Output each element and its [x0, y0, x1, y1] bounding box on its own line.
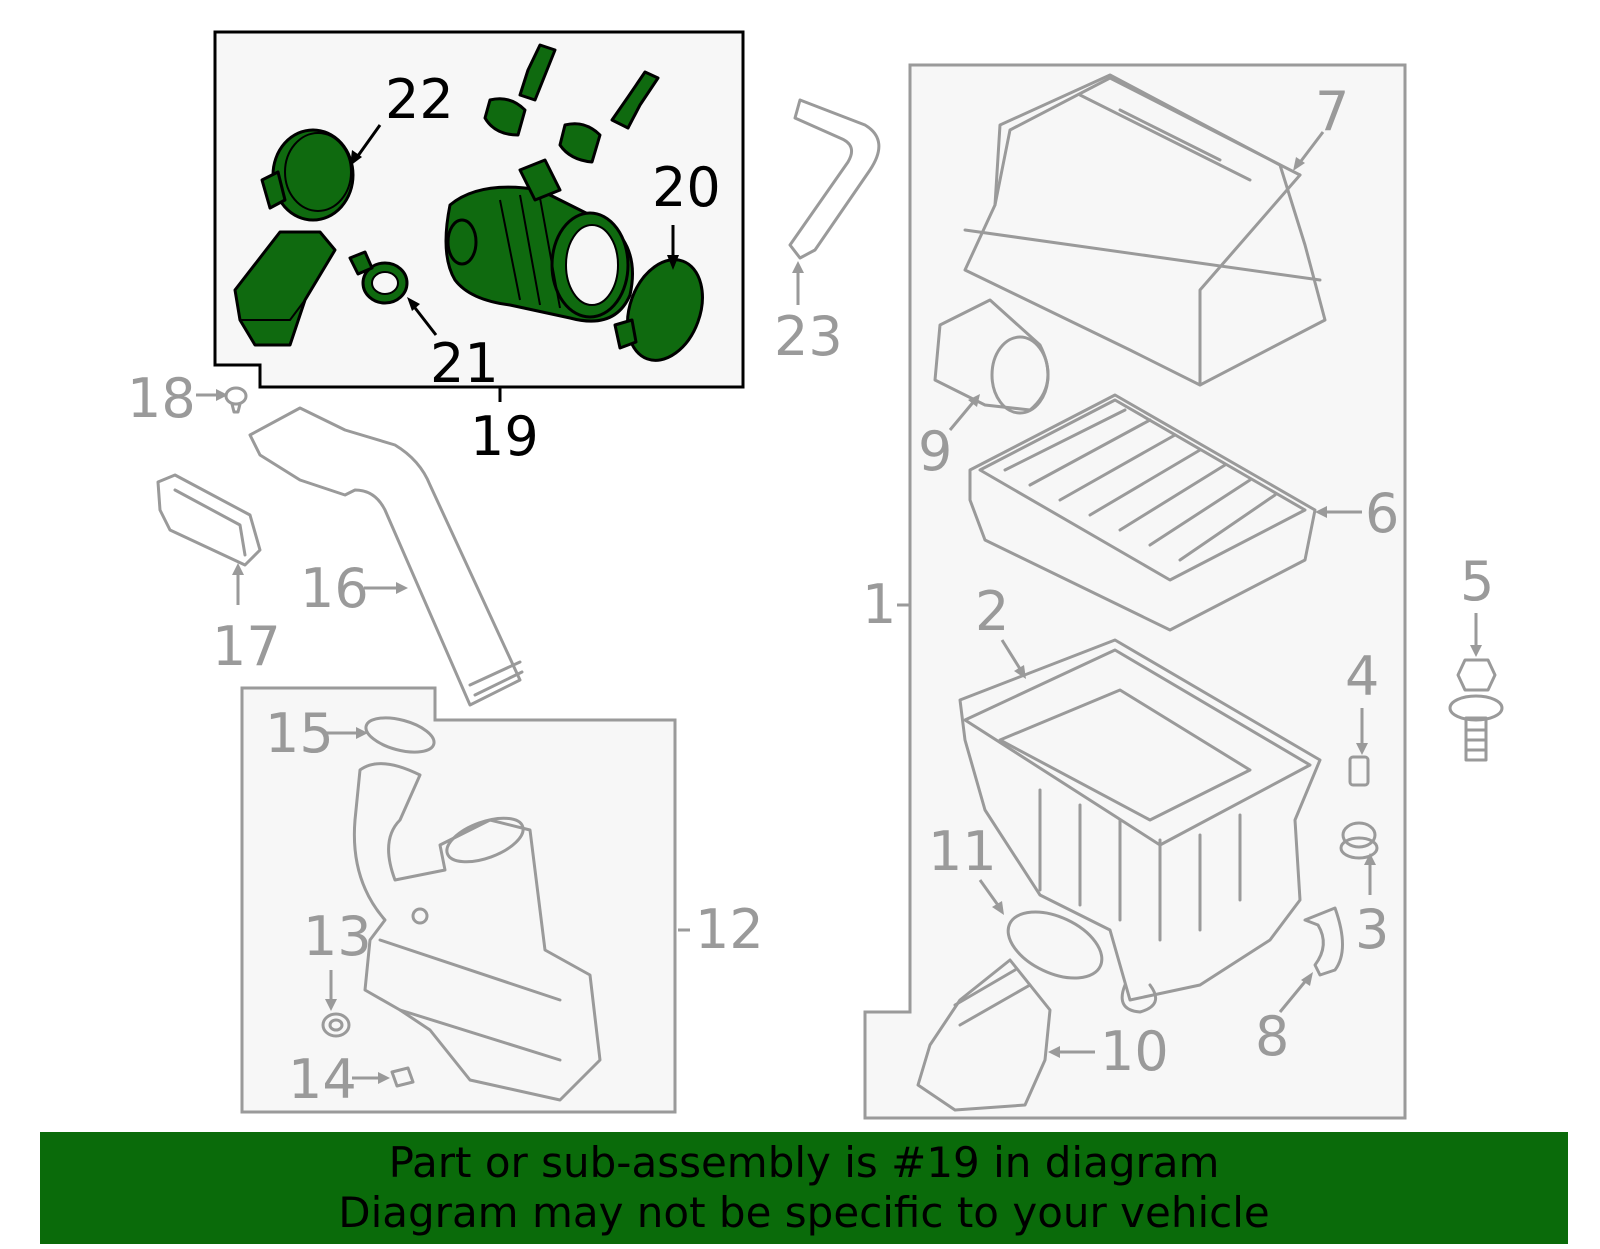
callout-21[interactable]: 21: [430, 332, 499, 395]
callout-3[interactable]: 3: [1355, 898, 1389, 961]
callout-11[interactable]: 11: [928, 820, 997, 883]
part-20-clamp[interactable]: [613, 249, 715, 371]
callout-19[interactable]: 19: [470, 405, 539, 468]
part-7-upper-cover[interactable]: [963, 73, 1327, 387]
callout-18[interactable]: 18: [127, 367, 196, 430]
part-11-gasket[interactable]: [998, 898, 1112, 991]
callout-13[interactable]: 13: [303, 905, 372, 968]
callout-17[interactable]: 17: [212, 615, 281, 678]
air-cleaner-assembly-box: [863, 63, 1407, 1120]
callout-7[interactable]: 7: [1315, 80, 1349, 143]
part-4-collar[interactable]: [1348, 755, 1370, 787]
part-8-bracket[interactable]: [1303, 906, 1344, 977]
callout-10[interactable]: 10: [1100, 1020, 1169, 1083]
part-19-air-intake-hose[interactable]: [444, 158, 634, 323]
part-16-air-duct[interactable]: [248, 406, 524, 707]
part-sensor-bolts[interactable]: [483, 43, 660, 164]
part-18-clip[interactable]: [224, 386, 248, 414]
leader-lines: [196, 124, 1482, 1084]
part-14-pin[interactable]: [390, 1066, 415, 1088]
part-17-bracket[interactable]: [156, 473, 262, 567]
part-5-bolt[interactable]: [1448, 658, 1504, 762]
part-6-filter-element[interactable]: [968, 393, 1317, 632]
part-23-breather-hose[interactable]: [788, 98, 881, 260]
callout-8[interactable]: 8: [1255, 1005, 1289, 1068]
part-9-inlet-duct[interactable]: [933, 298, 1050, 415]
part-resonator[interactable]: [233, 230, 337, 347]
callout-5[interactable]: 5: [1460, 550, 1494, 613]
callout-2[interactable]: 2: [975, 580, 1009, 643]
part-2-lower-case[interactable]: [958, 638, 1322, 1014]
callout-14[interactable]: 14: [288, 1048, 357, 1111]
callout-22[interactable]: 22: [385, 68, 454, 131]
resonator-assembly-box: [240, 686, 677, 1114]
callout-12[interactable]: 12: [695, 898, 764, 961]
callout-16[interactable]: 16: [300, 557, 369, 620]
part-13-nut[interactable]: [321, 1012, 351, 1038]
callout-9[interactable]: 9: [918, 420, 952, 483]
callout-4[interactable]: 4: [1345, 645, 1379, 708]
banner-line-2: Diagram may not be specific to your vehi…: [338, 1188, 1270, 1237]
banner-line-1: Part or sub-assembly is #19 in diagram: [388, 1138, 1220, 1187]
part-21-hose-clamp[interactable]: [348, 250, 409, 305]
part-12-resonator[interactable]: [352, 762, 602, 1102]
info-banner: Part or sub-assembly is #19 in diagram D…: [40, 1132, 1568, 1244]
callout-labels: 22 20 21 19 18 17 16 15 13 14 12 23 7 9 …: [127, 68, 1494, 1111]
part-15-seal[interactable]: [362, 711, 437, 758]
part-3-grommet[interactable]: [1339, 821, 1379, 860]
callout-6[interactable]: 6: [1365, 482, 1399, 545]
callout-15[interactable]: 15: [265, 702, 334, 765]
callout-20[interactable]: 20: [652, 156, 721, 219]
part-10-outlet-duct[interactable]: [916, 958, 1052, 1112]
callout-1[interactable]: 1: [862, 573, 896, 636]
callout-23[interactable]: 23: [774, 305, 843, 368]
part-22-clamp-cover[interactable]: [260, 128, 355, 222]
